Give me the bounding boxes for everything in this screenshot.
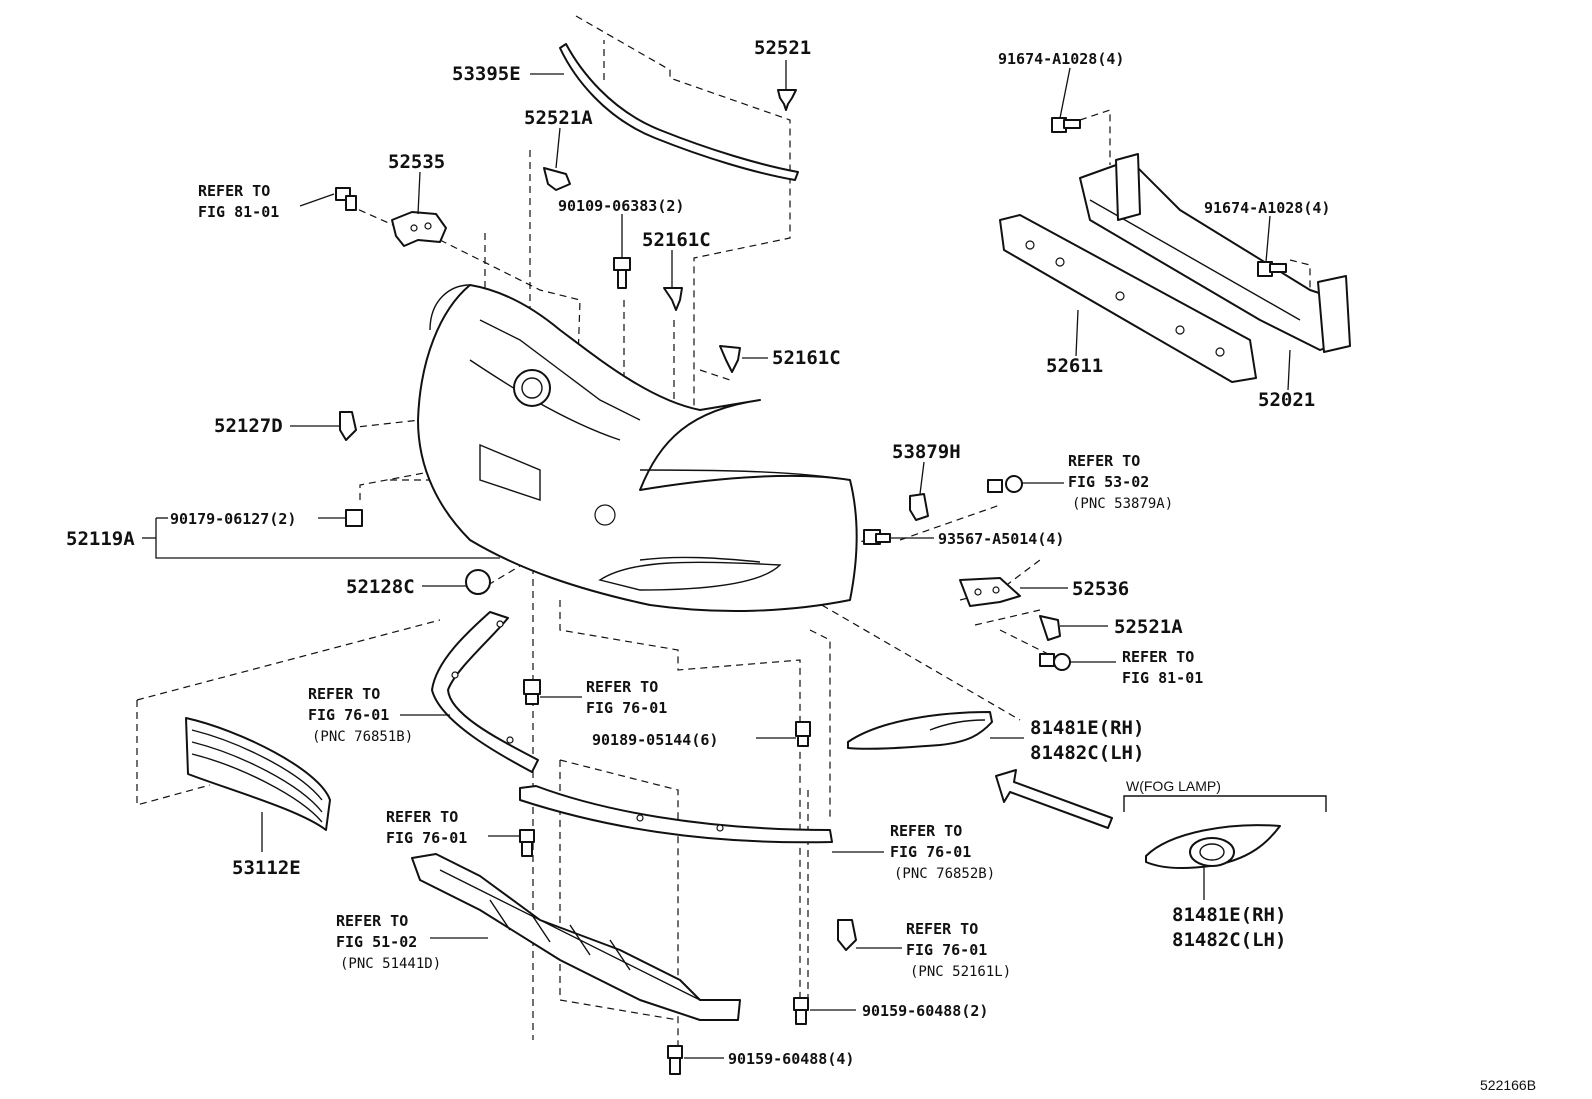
label-refer-fig53-line3: (PNC 53879A)	[1072, 496, 1173, 512]
bolt-53879a-shape	[987, 475, 1023, 493]
label-refer-fig51-line1: REFER TO	[336, 912, 408, 930]
part-53395e-shape	[559, 43, 799, 181]
label-refer-fig81-a-line1: REFER TO	[198, 182, 270, 200]
fog-cover-81481e-shape	[847, 711, 993, 750]
label-refer-fig51-line2: FIG 51-02	[336, 933, 417, 951]
leader-lines	[142, 60, 1291, 1059]
label-52521: 52521	[754, 37, 811, 59]
label-81481e-b: 81481E(RH)	[1172, 904, 1286, 926]
under-cover-51441d-shape	[411, 853, 741, 1021]
label-52535: 52535	[388, 151, 445, 173]
label-refer-fig76-c-line1: REFER TO	[386, 808, 458, 826]
label-52536: 52536	[1072, 578, 1129, 600]
label-refer-fig76-d-line2: FIG 76-01	[890, 843, 971, 861]
diagram-id: 522166B	[1480, 1077, 1536, 1093]
label-refer-fig76-b-line1: REFER TO	[586, 678, 658, 696]
bolt-left-upper-shape	[335, 187, 357, 211]
direction-arrow	[995, 769, 1113, 829]
label-refer-fig76-b-line2: FIG 76-01	[586, 699, 667, 717]
label-91674-a1028-b: 91674-A1028(4)	[1204, 199, 1330, 217]
screw-90159-b-shape	[667, 1045, 683, 1075]
label-refer-fig76-d-line1: REFER TO	[890, 822, 962, 840]
label-90179-06127: 90179-06127(2)	[170, 510, 296, 528]
clip-52161c-a-shape	[663, 287, 683, 311]
label-52161c-b: 52161C	[772, 347, 841, 369]
clip-52161l-shape	[837, 919, 857, 951]
label-refer-fig76-a-line2: FIG 76-01	[308, 706, 389, 724]
label-52161c-a: 52161C	[642, 229, 711, 251]
bolt-right-lower-shape	[1039, 653, 1071, 671]
lip-spoiler-76852b-shape	[519, 785, 833, 844]
label-90159-60488-a: 90159-60488(2)	[862, 1002, 988, 1020]
label-52119a: 52119A	[66, 528, 135, 550]
label-81482c-b: 81482C(LH)	[1172, 929, 1286, 951]
bracket-53879h-shape	[909, 493, 929, 521]
label-refer-fig76-e-line2: FIG 76-01	[906, 941, 987, 959]
label-53112e: 53112E	[232, 857, 301, 879]
cap-52128c-shape	[465, 569, 491, 595]
label-refer-fig81-b-line2: FIG 81-01	[1122, 669, 1203, 687]
label-93567-a5014: 93567-A5014(4)	[938, 530, 1064, 548]
screw-90159-a-shape	[793, 997, 809, 1025]
label-90159-60488-b: 90159-60488(4)	[728, 1050, 854, 1068]
label-refer-fig76-e-line3: (PNC 52161L)	[910, 964, 1011, 980]
grille-53112e-shape	[185, 717, 331, 831]
label-52021: 52021	[1258, 389, 1315, 411]
fog-lamp-inset-frame	[1123, 795, 1327, 812]
label-81481e-a: 81481E(RH)	[1030, 717, 1144, 739]
label-81482c-a: 81482C(LH)	[1030, 742, 1144, 764]
reinforcement-52021-shape	[1079, 153, 1351, 353]
clip-52521a-bottom-shape	[1039, 615, 1061, 641]
label-refer-fig76-c-line2: FIG 76-01	[386, 829, 467, 847]
absorber-52611-shape	[999, 214, 1257, 383]
bumper-cover-52119a-shape	[417, 284, 858, 613]
label-52521a-top: 52521A	[524, 107, 593, 129]
clip-90179-shape	[345, 509, 363, 527]
bolt-91674-b-shape	[1257, 261, 1287, 277]
screw-76-01-center-shape	[523, 679, 541, 705]
bolt-91674-a-shape	[1051, 117, 1081, 133]
label-91674-a1028-a: 91674-A1028(4)	[998, 50, 1124, 68]
fog-lamp-assembly-shape	[1145, 824, 1281, 870]
bracket-52535-shape	[391, 211, 447, 247]
label-refer-fig81-a-line2: FIG 81-01	[198, 203, 279, 221]
label-refer-fig76-a-line1: REFER TO	[308, 685, 380, 703]
clip-52521a-top-shape	[543, 167, 571, 191]
screw-90189-shape	[795, 721, 811, 747]
part-labels: 53395E 52521 52521A 52535 REFER TO FIG 8…	[66, 37, 1536, 1093]
clip-52521-shape	[777, 89, 797, 111]
label-refer-fig76-e-line1: REFER TO	[906, 920, 978, 938]
label-90109-06383: 90109-06383(2)	[558, 197, 684, 215]
screw-90109-shape	[613, 257, 631, 289]
label-refer-fig76-d-line3: (PNC 76852B)	[894, 866, 995, 882]
label-53879h: 53879H	[892, 441, 961, 463]
screw-93567-shape	[863, 529, 891, 545]
screw-76-01-lower-shape	[519, 829, 535, 857]
label-fog-lamp: W(FOG LAMP)	[1126, 778, 1221, 794]
label-refer-fig76-a-line3: (PNC 76851B)	[312, 729, 413, 745]
label-52127d: 52127D	[214, 415, 283, 437]
label-52128c: 52128C	[346, 576, 415, 598]
label-52521a-bottom: 52521A	[1114, 616, 1183, 638]
clip-52161c-b-shape	[719, 345, 741, 373]
lip-spoiler-76851b-shape	[431, 611, 539, 773]
label-refer-fig51-line3: (PNC 51441D)	[340, 956, 441, 972]
bracket-52127d-shape	[339, 411, 357, 441]
label-52611: 52611	[1046, 355, 1103, 377]
label-refer-fig53-line2: FIG 53-02	[1068, 473, 1149, 491]
label-refer-fig53-line1: REFER TO	[1068, 452, 1140, 470]
label-90189-05144: 90189-05144(6)	[592, 731, 718, 749]
label-53395e: 53395E	[452, 63, 521, 85]
label-refer-fig81-b-line1: REFER TO	[1122, 648, 1194, 666]
bracket-52536-shape	[959, 577, 1021, 607]
